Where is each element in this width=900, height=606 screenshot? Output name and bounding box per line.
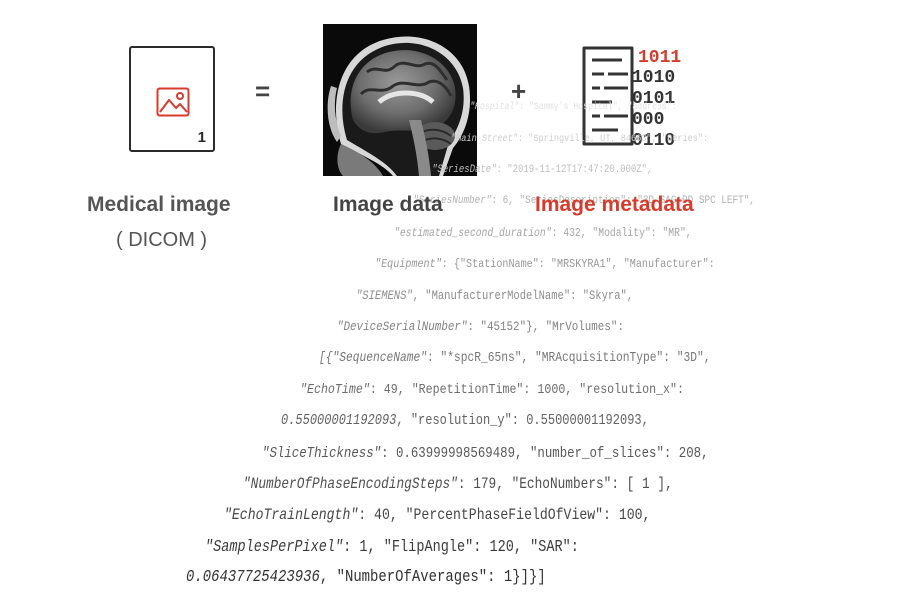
medical-image-label: Medical image <box>87 193 231 216</box>
metadata-value: : 432, "Modality": "MR", <box>551 226 692 241</box>
binary-row-2: 1010 <box>632 68 675 88</box>
binary-row-1: 1011 <box>638 48 681 68</box>
metadata-line: "EchoTrainLength": 40, "PercentPhaseFiel… <box>224 506 650 524</box>
metadata-line: "estimated_second_duration": 432, "Modal… <box>394 226 692 240</box>
binary-row-3: 0101 <box>632 89 675 109</box>
metadata-key: "EchoTime" <box>299 381 370 398</box>
metadata-value: , "NumberOfAverages": 1}]}] <box>319 568 546 587</box>
metadata-key: "Equipment" <box>375 257 443 272</box>
image-data-label: Image data <box>333 193 443 216</box>
metadata-value: : 49, "RepetitionTime": 1000, "resolutio… <box>369 381 684 398</box>
metadata-value: : "45152"}, "MrVolumes": <box>467 319 625 335</box>
metadata-line: "SeriesNumber": 6, "SeriesDescription": … <box>413 195 755 207</box>
image-metadata-label: Image metadata <box>535 193 694 216</box>
metadata-line: "Hospital": "Sammy's Hospital", "address… <box>470 102 677 113</box>
metadata-key: "Hospital" <box>470 102 520 113</box>
metadata-key: 0.06437725423936 <box>186 568 320 587</box>
metadata-value: : 6, "SeriesDescription": "3D SAG PD SPC… <box>491 195 756 208</box>
metadata-line: "SliceThickness": 0.63999998569489, "num… <box>262 444 709 462</box>
mri-brain-image <box>323 24 477 176</box>
metadata-key: "estimated_second_duration" <box>394 226 552 241</box>
metadata-value: : 0.63999998569489, "number_of_slices": … <box>380 443 709 462</box>
metadata-value: : 1, "FlipAngle": 120, "SAR": <box>343 536 579 556</box>
metadata-key: 0.55000001192093 <box>280 412 397 429</box>
metadata-value: : 40, "PercentPhaseFieldOfView": 100, <box>358 505 651 524</box>
metadata-value: , "ManufacturerModelName": "Skyra", <box>413 288 634 304</box>
metadata-value: : "*spcR_65ns", "MRAcquisitionType": "3D… <box>426 350 711 366</box>
metadata-line: "SeriesDate": "2019-11-12T17:47:20.000Z"… <box>432 164 652 176</box>
metadata-value: : {"StationName": "MRSKYRA1", "Manufactu… <box>442 257 716 272</box>
metadata-line: 0.55000001192093, "resolution_y": 0.5500… <box>281 413 649 429</box>
metadata-key: [{"SequenceName" <box>318 350 427 366</box>
dicom-file-icon: 1 <box>129 46 215 152</box>
binary-row-5: 0110 <box>632 131 675 148</box>
metadata-line: "SIEMENS", "ManufacturerModelName": "Sky… <box>356 288 633 303</box>
metadata-value: , "resolution_y": 0.55000001192093, <box>396 412 649 429</box>
metadata-key: "SamplesPerPixel" <box>204 536 344 556</box>
metadata-value: : "2019-11-12T17:47:20.000Z", <box>496 164 653 177</box>
metadata-line: "EchoTime": 49, "RepetitionTime": 1000, … <box>300 382 684 398</box>
metadata-document-icon: 1011 1010 0101 000 0110 <box>582 46 681 148</box>
metadata-line: [{"SequenceName": "*spcR_65ns", "MRAcqui… <box>319 351 711 366</box>
plus-sign: + <box>511 76 527 106</box>
metadata-key: "SeriesNumber" <box>413 195 492 208</box>
metadata-key: "Main Street" <box>451 133 518 146</box>
metadata-line: "SamplesPerPixel": 1, "FlipAngle": 120, … <box>205 537 579 556</box>
metadata-value: : 179, "EchoNumbers": [ 1 ], <box>457 474 673 493</box>
metadata-key: "DeviceSerialNumber" <box>337 319 468 335</box>
metadata-line: 0.06437725423936, "NumberOfAverages": 1}… <box>186 568 546 587</box>
metadata-key: "SeriesDate" <box>432 164 497 177</box>
metadata-key: "SliceThickness" <box>261 443 381 462</box>
metadata-line: "DeviceSerialNumber": "45152"}, "MrVolum… <box>337 319 624 334</box>
metadata-value: : "Sammy's Hospital", "address": <box>519 102 677 113</box>
image-icon <box>156 87 190 117</box>
metadata-key: "EchoTrainLength" <box>223 505 359 524</box>
metadata-key: "NumberOfPhaseEncodingSteps" <box>242 474 458 493</box>
metadata-line: "Main Street": "Springville, UT, 84663",… <box>451 133 708 145</box>
file-page-number: 1 <box>197 129 206 146</box>
binary-row-4: 000 <box>632 110 664 130</box>
metadata-line: "Equipment": {"StationName": "MRSKYRA1",… <box>375 257 715 271</box>
metadata-key: "SIEMENS" <box>356 288 414 304</box>
equals-sign: = <box>255 76 271 106</box>
dicom-label: ( DICOM ) <box>116 229 208 251</box>
metadata-value: : "Springville, UT, 84663", "Series": <box>517 133 709 146</box>
metadata-line: "NumberOfPhaseEncodingSteps": 179, "Echo… <box>243 475 673 493</box>
